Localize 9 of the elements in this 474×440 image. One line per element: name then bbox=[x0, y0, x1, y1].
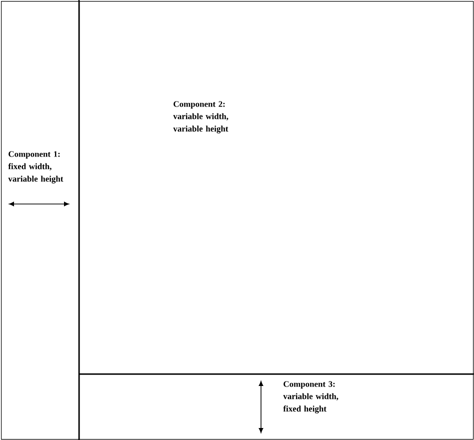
component-heading: Component 3: bbox=[284, 381, 335, 389]
panel bbox=[79, 374, 474, 440]
component-description: fixed width, variable height bbox=[8, 163, 64, 184]
component-heading: Component 2: bbox=[174, 101, 225, 109]
panel bbox=[1, 1, 80, 440]
panel bbox=[79, 1, 474, 375]
component-description: variable width, fixed height bbox=[283, 393, 338, 414]
component-heading: Component 1: bbox=[8, 151, 60, 159]
component-description: variable width, variable height bbox=[173, 113, 228, 134]
